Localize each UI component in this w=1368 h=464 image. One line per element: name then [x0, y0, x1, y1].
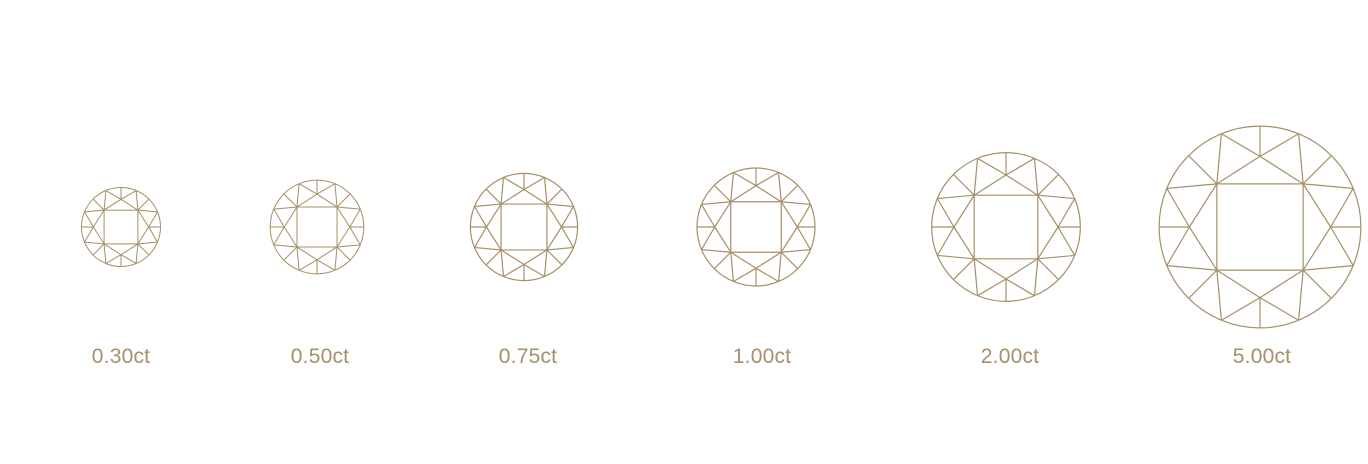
- diamond-5.00ct-icon: [1158, 125, 1362, 329]
- carat-label-1.00: 1.00ct: [732, 345, 792, 368]
- carat-label-0.50: 0.50ct: [290, 345, 350, 368]
- carat-label-0.30: 0.30ct: [91, 345, 151, 368]
- diamond-0.30ct-icon: [81, 187, 161, 267]
- diamond-1.00ct-icon: [696, 167, 816, 287]
- diamond-0.75ct-icon: [469, 172, 579, 282]
- carat-label-5.00: 5.00ct: [1232, 345, 1292, 368]
- carat-label-2.00: 2.00ct: [980, 345, 1040, 368]
- diamond-2.00ct-icon: [931, 152, 1081, 302]
- diamond-0.50ct-icon: [269, 179, 365, 275]
- carat-label-0.75: 0.75ct: [498, 345, 558, 368]
